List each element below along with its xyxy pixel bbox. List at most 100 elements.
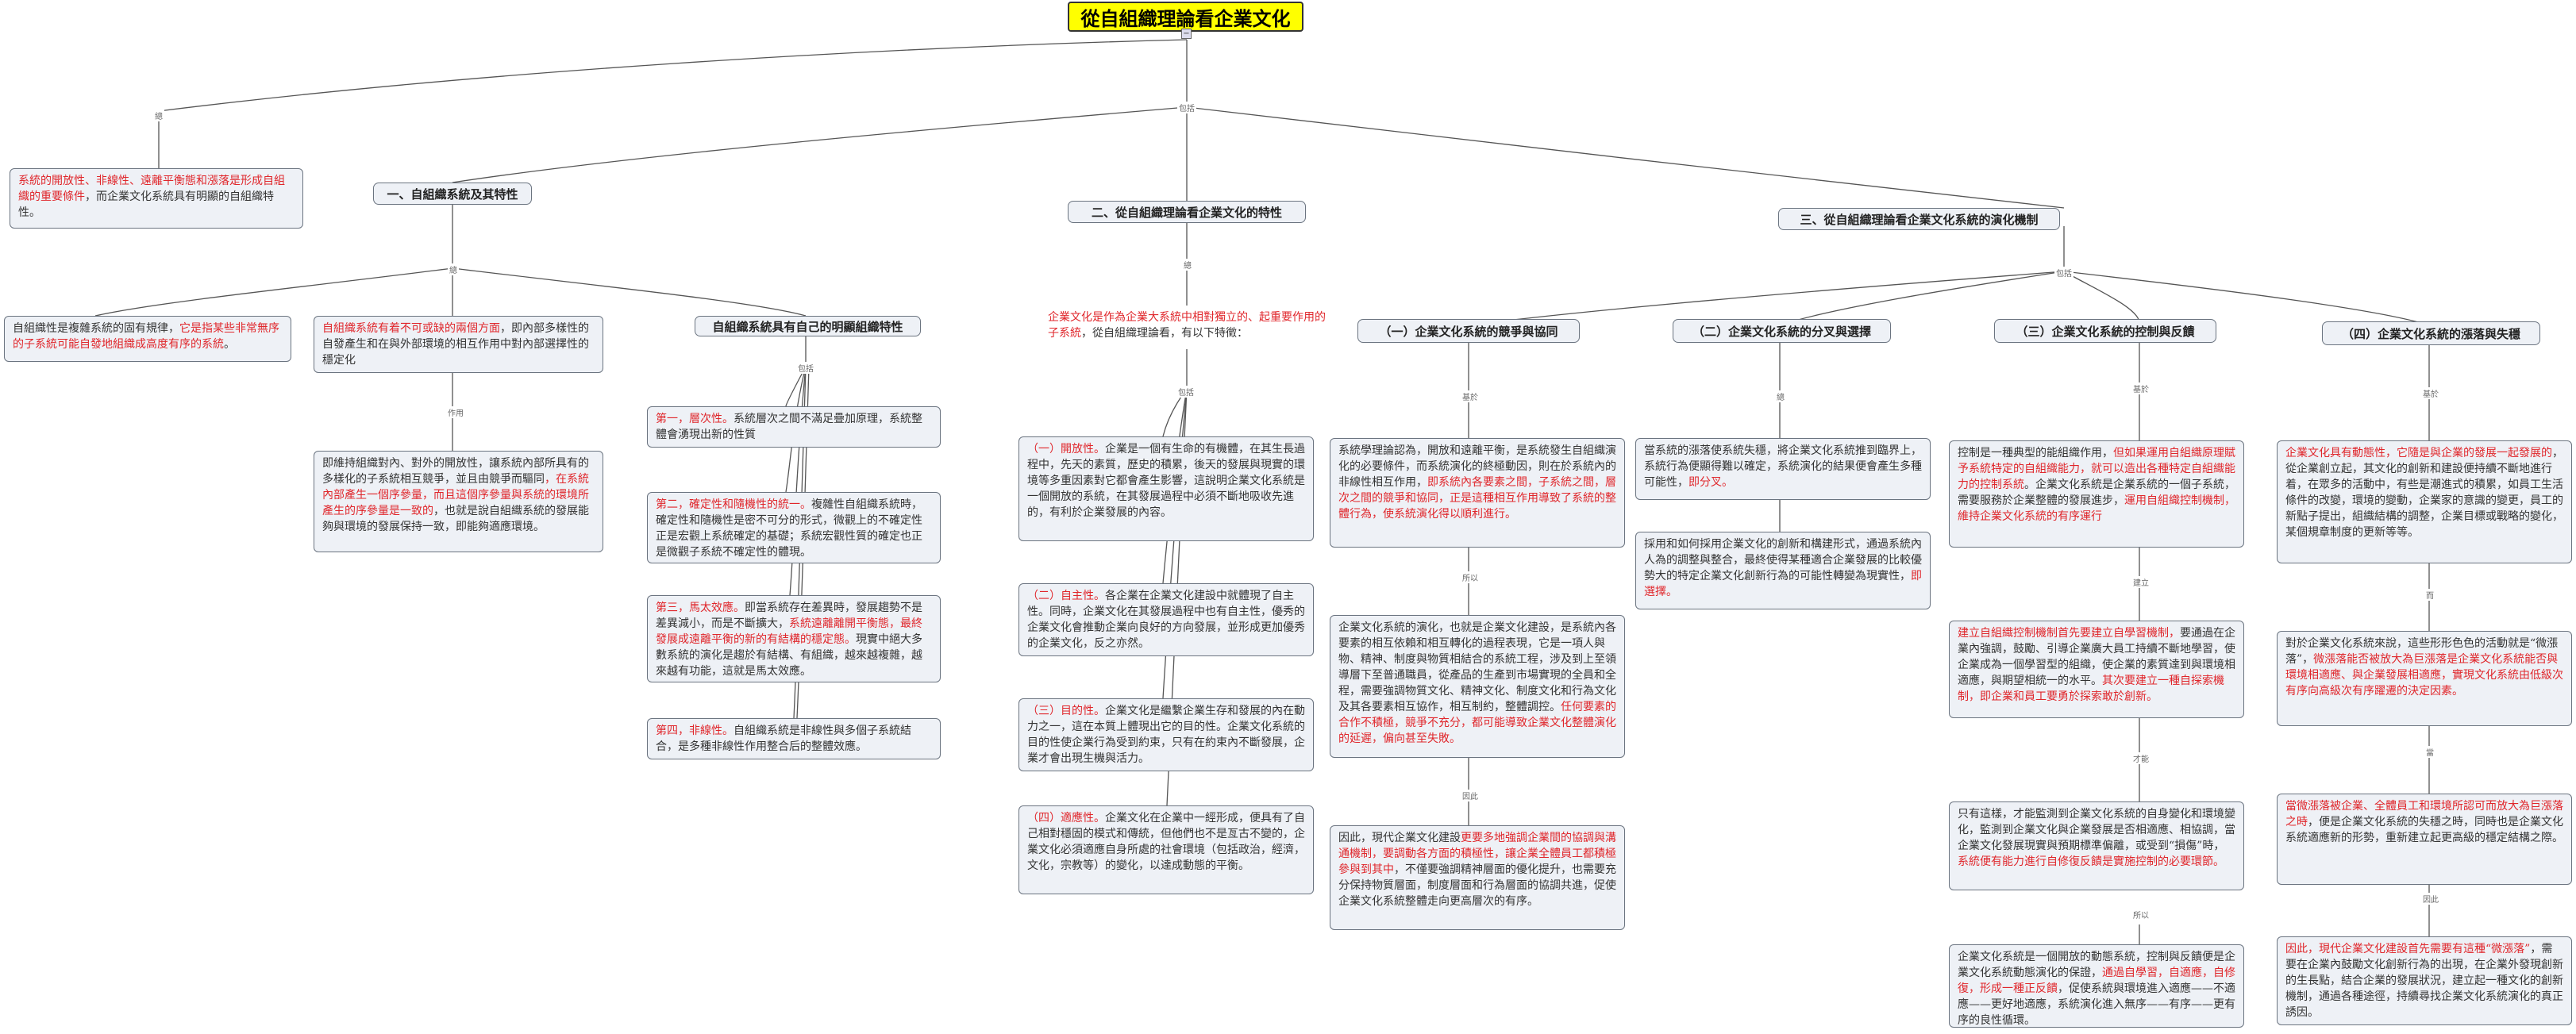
connector-label: 才能 — [2131, 752, 2151, 764]
mechanism-control-heading[interactable]: （三）企業文化系統的控制與反饋 — [1994, 319, 2216, 343]
node-text: ，促使系統與環境進入適應——不適應——更好地適應，系統演化進入無序——有序——更… — [1958, 982, 2235, 1027]
feedback-cycle-node[interactable]: 企業文化系統是一個開放的動態系統，控制與反饋便是企業文化系統動態演化的保證，通過… — [1949, 944, 2244, 1028]
node-highlight: 企業文化是作為企業大系統中相對獨立的、起重要作用的子系統 — [1048, 311, 1326, 340]
micro-fluctuation-node[interactable]: 對於企業文化系統來說，這些形形色色的活動就是“微漲落”，微漲落能否被放大為巨漲落… — [2277, 631, 2572, 726]
node-highlight: （二）自主性。 — [1027, 590, 1105, 602]
connector-label: 總 — [1182, 259, 1193, 271]
connector-label: 總 — [448, 263, 459, 275]
node-highlight: 即選擇。 — [1644, 570, 1922, 598]
node-text: 即當系統存在差異時，發展趨勢不是差異減小，而是不斷擴大， — [656, 602, 922, 630]
connector-label: 包括 — [796, 362, 815, 374]
node-text: 企業文化是繼繫企業生存和發展的內在動力之一，這在本質上體現出它的目的性。企業文化… — [1027, 705, 1305, 765]
node-text: 企業文化在企業中一經形成，便具有了自己相對穩固的模式和傳統，但他們也不是亙古不變… — [1027, 812, 1305, 872]
node-text: 複雜性自組織系統時，確定性和隨機性是密不可分的形式，微觀上的不確定性正是宏觀上系… — [656, 498, 922, 559]
node-highlight: 第二，確定性和隨機性的統一。 — [656, 498, 811, 511]
node-highlight: 當微漲落被企業、全體員工和環境所認可而放大為巨漲落之時 — [2285, 800, 2563, 828]
connector-label: 因此 — [2421, 893, 2440, 905]
section-2-heading[interactable]: 二、從自組織理論看企業文化的特性 — [1068, 201, 1306, 223]
node-text: 因此，現代企業文化建設 — [1338, 832, 1461, 844]
node-text: 自組織系統是非線性與多個子系統結合，是多種非線性作用整合后的整體效應。 — [656, 725, 911, 753]
node-text: 企業文化系統是一個開放的動態系統，控制與反饋便是企業文化系統動態演化的保證， — [1958, 951, 2235, 979]
node-highlight: 系統遠離離開平衡態，最終發展成遠離平衡的新的有結構的穩定態。 — [656, 617, 922, 646]
node-highlight: 更要多地強調企業間的協調與溝通機制，要調動各方面的積極性，讓企業全體員工都積極參… — [1338, 832, 1616, 876]
node-text: 即維持組織對內、對外的開放性，讓系統內部所具有的多樣化的子系統相互競爭，並且由競… — [322, 457, 589, 486]
competition-theory-node[interactable]: 系統學理論認為，開放和遠離平衡，是系統發生自組織演化的必要條件，而系統演化的終極… — [1330, 438, 1625, 548]
connector-label: 當 — [2424, 746, 2435, 758]
connector-label: 基於 — [1461, 390, 1480, 402]
connector-label: 所以 — [1461, 571, 1480, 583]
node-highlight: 企業文化具有動態性，它隨是與企業的發展一起發展的 — [2285, 447, 2552, 459]
node-highlight: 系統便有能力進行自修復反饋是實施控制的必要環節。 — [1958, 855, 2224, 868]
node-highlight: 第四，非線性。 — [656, 725, 734, 737]
trait-purposefulness-node[interactable]: （三）目的性。企業文化是繼繫企業生存和發展的內在動力之一，這在本質上體現出它的目… — [1018, 698, 1314, 771]
intro-node[interactable]: 系統的開放性、非線性、遠離平衡態和漲落是形成自組織的重要條件，而企業文化系統具有… — [10, 168, 303, 229]
node-highlight: 但如果運用自組織原理賦予系統特定的自組織能力，就可以造出各種特定自組織能力的控制… — [1958, 447, 2235, 491]
self-repair-node[interactable]: 只有這樣，才能監測到企業文化系統的自身變化和環境變化，監測到企業文化與企業發展是… — [1949, 801, 2244, 890]
node-highlight: 運用自組織控制機制，維持企業文化系統的有序運行 — [1958, 494, 2235, 523]
connector-label: 基於 — [2131, 382, 2151, 394]
self-learning-node[interactable]: 建立自組織控制機制首先要建立自學習機制，要通過在企業內強調，鼓勵、引導企業廣大員… — [1949, 621, 2244, 718]
node-text: ，便是企業文化系統的失穩之時，同時也是企業文化系統適應新的形勢，重新建立起更高級… — [2285, 816, 2563, 844]
bifurcation-node[interactable]: 當系統的漲落使系統失穩，將企業文化系統推到臨界上，系統行為便顯得難以確定，系統演… — [1635, 438, 1931, 500]
node-text: 系統層次之間不滿足疊加原理，系統整體會湧現出新的性質 — [656, 413, 922, 441]
trait-openness-node[interactable]: （一）開放性。企業是一個有生命的有機體，在其生長過程中，先天的素質，歷史的積累，… — [1018, 436, 1314, 541]
node-text: 各企業在企業文化建設中就體現了自主性。同時，企業文化在其發展過程中也有自主性，優… — [1027, 590, 1305, 650]
node-text: 只有這樣，才能監測到企業文化系統的自身變化和環境變化，監測到企業文化與企業發展是… — [1958, 808, 2235, 852]
coordination-mechanism-node[interactable]: 因此，現代企業文化建設更要多地強調企業間的協調與溝通機制，要調動各方面的積極性，… — [1330, 825, 1625, 930]
node-text: 對於企業文化系統來說，這些形形色色的活動就是“微漲落”， — [2285, 637, 2559, 666]
node-text: 當系統的漲落使系統失穩，將企業文化系統推到臨界上，系統行為便顯得難以確定，系統演… — [1644, 444, 1922, 489]
node-text: 自組織性是複雜系統的固有規律， — [13, 322, 179, 335]
organization-features-heading[interactable]: 自組織系統具有自己的明顯組織特性 — [695, 316, 921, 336]
enterprise-culture-subsystem-node[interactable]: 企業文化是作為企業大系統中相對獨立的、起重要作用的子系統，從自組織理論看，有以下… — [1040, 306, 1342, 349]
connector-label: 包括 — [2054, 267, 2074, 279]
connector-label: 因此 — [1461, 790, 1480, 801]
node-text: 。 — [224, 338, 235, 351]
two-aspects-node[interactable]: 自組織系統有着不可或缺的兩個方面，即內部多樣性的自發產生和在與外部環境的相互作用… — [314, 316, 603, 373]
node-highlight: 它是指某些非常無序的子系統可能自發地組織成高度有序的系統 — [13, 322, 279, 351]
node-highlight: （三）目的性。 — [1027, 705, 1105, 717]
node-highlight: 建立自組織控制機制首先要建立自學習機制， — [1958, 627, 2180, 640]
node-text: 現實中絕大多數系統的演化是趨於有結構、有組織，越來越複雜，越來越有功能，這就是馬… — [656, 633, 922, 678]
node-highlight: 因此，現代企業文化建設首先需要有這種“微漲落” — [2285, 943, 2531, 955]
node-text: ，需要在企業內鼓勵文化創新行為的出現，在企業外發現創新的生長點，結合企業的發展狀… — [2285, 943, 2563, 1019]
trait-autonomy-node[interactable]: （二）自主性。各企業在企業文化建設中就體現了自主性。同時，企業文化在其發展過程中… — [1018, 583, 1314, 656]
feature-hierarchy-node[interactable]: 第一，層次性。系統層次之間不滿足疊加原理，系統整體會湧現出新的性質 — [647, 406, 941, 448]
connector-label: 總 — [1775, 390, 1786, 402]
connector-label: 而 — [2424, 589, 2435, 601]
mechanism-competition-heading[interactable]: （一）企業文化系統的競爭與協同 — [1357, 319, 1580, 343]
selection-node[interactable]: 採用和如何採用企業文化的創新和構建形式，通過系統內人為的調整與整合，最終使得某種… — [1635, 532, 1931, 609]
feature-matthew-effect-node[interactable]: 第三，馬太效應。即當系統存在差異時，發展趨勢不是差異減小，而是不斷擴大，系統遠離… — [647, 595, 941, 682]
feature-nonlinearity-node[interactable]: 第四，非線性。自組織系統是非線性與多個子系統結合，是多種非線性作用整合后的整體效… — [647, 718, 941, 759]
section-3-heading[interactable]: 三、從自組織理論看企業文化系統的演化機制 — [1778, 208, 2060, 230]
node-text: ，即內部多樣性的自發產生和在與外部環境的相互作用中對內部選擇性的穩定化 — [322, 322, 589, 367]
mechanism-fluctuation-heading[interactable]: （四）企業文化系統的漲落與失穩 — [2322, 321, 2540, 345]
node-highlight: 自組織系統有着不可或缺的兩個方面 — [322, 322, 500, 335]
self-organization-definition-node[interactable]: 自組織性是複雜系統的固有規律，它是指某些非常無序的子系統可能自發地組織成高度有序… — [4, 316, 291, 362]
node-text: ，也就是說自組織系統的發展能夠與環境的發展保持一致，即能夠適應環境。 — [322, 505, 589, 533]
node-highlight: 其次要建立一種自探索機制，即企業和員工要勇於探索敢於創新。 — [1958, 675, 2224, 703]
node-highlight: 即分叉。 — [1688, 476, 1733, 489]
macro-fluctuation-node[interactable]: 當微漲落被企業、全體員工和環境所認可而放大為巨漲落之時，便是企業文化系統的失穩之… — [2277, 794, 2572, 885]
innovation-mechanism-node[interactable]: 因此，現代企業文化建設首先需要有這種“微漲落”，需要在企業內鼓勵文化創新行為的出… — [2277, 936, 2572, 1025]
root-topic[interactable]: 從自組織理論看企業文化 — [1068, 2, 1303, 32]
node-highlight: （四）適應性。 — [1027, 812, 1105, 825]
section-1-heading[interactable]: 一、自組織系統及其特性 — [373, 183, 532, 205]
node-text: 企業文化系統的演化，也就是企業文化建設，是系統內各要素的相互依賴和相互轉化的過程… — [1338, 621, 1616, 713]
trait-adaptability-node[interactable]: （四）適應性。企業文化在企業中一經形成，便具有了自己相對穩固的模式和傳統，但他們… — [1018, 805, 1314, 894]
node-highlight: （一）開放性。 — [1027, 443, 1105, 455]
feature-certainty-randomness-node[interactable]: 第二，確定性和隨機性的統一。複雜性自組織系統時，確定性和隨機性是密不可分的形式，… — [647, 492, 941, 563]
node-highlight: 通過自學習，自適應，自修復，形成一種正反饋 — [1958, 967, 2235, 995]
node-text: 要通過在企業內強調，鼓勵、引導企業廣大員工持續不斷地學習，使企業成為一個學習型的… — [1958, 627, 2235, 687]
culture-dynamics-node[interactable]: 企業文化具有動態性，它隨是與企業的發展一起發展的，從企業創立起，其文化的創新和建… — [2277, 440, 2572, 563]
intro-highlight: 系統的開放性、非線性、遠離平衡態和漲落是形成自組織的重要條件 — [18, 175, 285, 203]
openness-competition-node[interactable]: 即維持組織對內、對外的開放性，讓系統內部所具有的多樣化的子系統相互競爭，並且由競… — [314, 451, 603, 552]
node-highlight: ，在系統內部產生一個序參量，而且這個序參量與系統的環境所產生的序參量是一致的 — [322, 473, 589, 517]
intro-text: ，而企業文化系統具有明顯的自組織特性。 — [18, 190, 274, 219]
node-text: ，從自組織理論看，有以下特徵： — [1081, 327, 1248, 340]
mechanism-bifurcation-heading[interactable]: （二）企業文化系統的分叉與選擇 — [1673, 319, 1891, 343]
node-highlight: 第一，層次性。 — [656, 413, 734, 425]
node-highlight: 即系統內各要素之間，子系統之間，層次之間的競爭和協同，正是這種相互作用導致了系統… — [1338, 476, 1616, 521]
culture-evolution-node[interactable]: 企業文化系統的演化，也就是企業文化建設，是系統內各要素的相互依賴和相互轉化的過程… — [1330, 615, 1625, 758]
collapse-toggle[interactable]: − — [1181, 29, 1192, 39]
control-definition-node[interactable]: 控制是一種典型的能組織作用，但如果運用自組織原理賦予系統特定的自組織能力，就可以… — [1949, 440, 2244, 548]
